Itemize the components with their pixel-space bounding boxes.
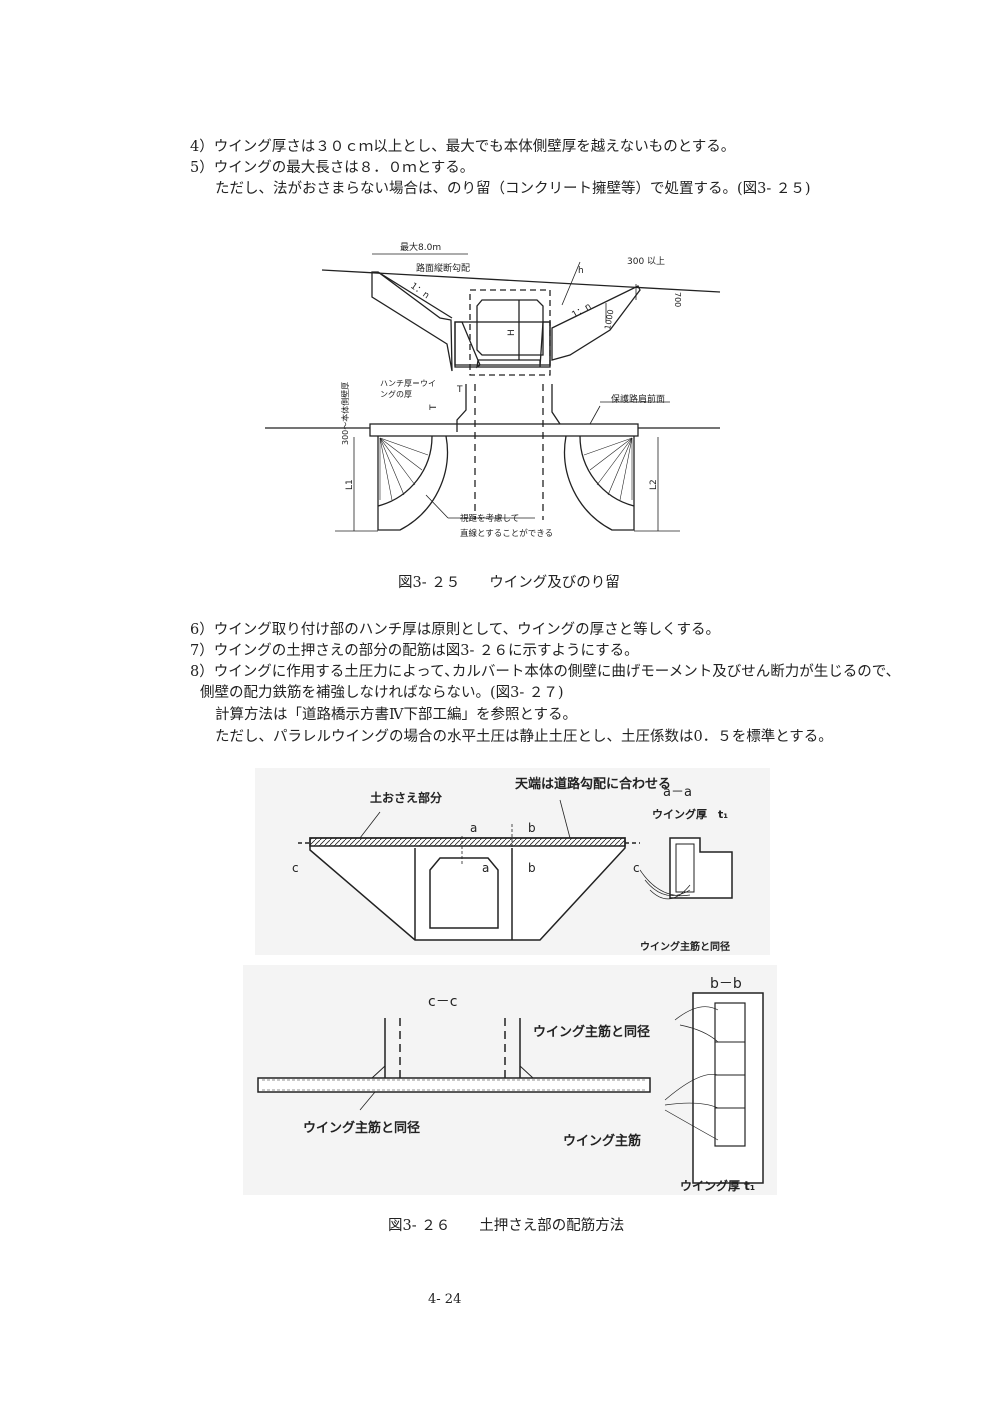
label-section-cc: c－c [428, 994, 457, 1010]
item-6: 6）ウイング取り付け部のハンチ厚は原則として、ウイングの厚さと等しくする。 [190, 622, 721, 638]
label-haunch-note-1: ハンチ厚＝ウイ [380, 379, 436, 388]
right-curved-wall [563, 435, 635, 531]
label-b-bottom: b [528, 861, 536, 875]
label-T-side: T [429, 404, 439, 411]
label-wing-main-bar: ウイング主筋 [563, 1133, 641, 1149]
section-cc-walls [384, 1018, 521, 1078]
label-h: h [578, 266, 584, 276]
label-haunch-note-2: ングの厚 [380, 389, 412, 399]
label-same-dia-cc-top: ウイング主筋と同径 [533, 1024, 650, 1040]
left-curved-wall [377, 435, 449, 531]
label-soil-part: 土おさえ部分 [370, 790, 442, 805]
label-L2: L2 [649, 479, 659, 490]
item-5-note: ただし、法がおさまらない場合は、のり留（コンクリート擁壁等）で処置する。(図3-… [215, 181, 811, 197]
section-aa [669, 837, 733, 899]
left-wing [371, 271, 453, 372]
label-sight-note-2: 直線とすることができる [460, 528, 553, 539]
item-8: 8）ウイングに作用する土圧力によって､カルバート本体の側壁に曲げモーメント及びせ… [190, 664, 901, 680]
label-a-top: a [470, 821, 477, 835]
item-8-method: 計算方法は「道路橋示方書Ⅳ下部工編」を参照とする。 [215, 707, 578, 723]
label-b-top: b [528, 821, 536, 835]
haunch-left [456, 384, 467, 432]
section-cc-slab [257, 1077, 651, 1093]
label-300-over: 300 以上 [627, 256, 665, 267]
label-T-top: T [456, 385, 463, 395]
label-section-aa: a－a [663, 785, 692, 800]
label-same-dia-aa: ウイング主筋と同径 [640, 940, 730, 953]
label-top-edge: 天端は道路勾配に合わせる [515, 776, 671, 792]
item-8-cont: 側壁の配力鉄筋を補強しなければならない。(図3- ２７) [200, 685, 564, 701]
item-8-note: ただし、パラレルウイングの場合の水平土圧は静止土圧とし、土圧係数は0．５を標準と… [215, 729, 833, 745]
label-wall-thickness: 300～本体側壁厚 [340, 382, 350, 445]
label-road-slope: 路面縦断勾配 [416, 262, 470, 274]
label-wing-thickness-bb: ウイング厚 t₁ [680, 1178, 755, 1193]
figure-3-26-caption: 図3- ２６ 土押さえ部の配筋方法 [388, 1218, 625, 1234]
soil-retaining-part [309, 837, 626, 847]
label-700: 700 [673, 292, 682, 307]
road-surface-line [321, 269, 721, 293]
label-1000: 1000 [603, 309, 615, 331]
label-same-dia-cc-bottom: ウイング主筋と同径 [303, 1120, 420, 1136]
right-fan-lines [583, 437, 633, 501]
right-wing [551, 285, 641, 361]
item-4: 4）ウイング厚さは３０ｃｍ以上とし、最大でも本体側壁厚を越えないものとする。 [190, 139, 736, 155]
culvert-outline-dashed [469, 289, 551, 376]
shoulder-slab [369, 423, 639, 437]
label-shoulder: 保護路肩前面 [611, 393, 665, 405]
label-L1: L1 [345, 479, 355, 490]
culvert-body [454, 321, 551, 369]
figure-3-25-caption: 図3- ２５ ウイング及びのり留 [398, 575, 620, 591]
label-wing-thickness-aa: ウイング厚 t₁ [652, 807, 728, 821]
label-c-left: c [292, 861, 299, 875]
item-7: 7）ウイングの土押さえの部分の配筋は図3- ２６に示すようにする。 [190, 643, 639, 659]
left-fan-lines [379, 437, 429, 501]
section-bb [692, 992, 764, 1184]
label-sight-note-1: 視距を考慮して [460, 513, 519, 524]
figure-3-25-diagram: 最大8.0m 路面縦断勾配 h 300 以上 700 1：n 1：n 1000 … [265, 241, 721, 539]
label-section-bb: b－b [710, 976, 742, 992]
page-number: 4- 24 [428, 1292, 462, 1307]
label-max-length: 最大8.0m [400, 241, 441, 253]
label-a-bottom: a [482, 861, 489, 875]
label-c-right: c [633, 861, 640, 875]
culvert-opening [476, 299, 544, 356]
label-H: H [507, 329, 517, 336]
culvert-opening [429, 857, 499, 929]
item-5: 5）ウイングの最大長さは８．０ｍとする。 [190, 160, 475, 176]
